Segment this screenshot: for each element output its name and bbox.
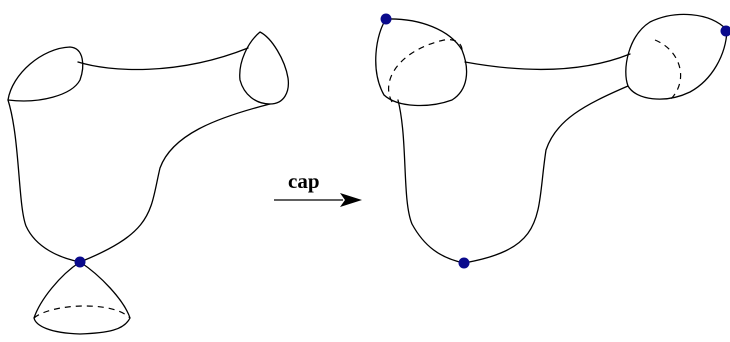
right-surface-right-point [720,25,730,37]
cap-arrow-label: cap [288,169,320,193]
right-surface-left-edge [397,99,465,264]
right-surface-bottom-point [458,257,470,269]
right-surface [375,13,730,269]
right-surface-top-left-point [380,13,392,25]
right-surface-right-cap [625,13,728,100]
left-surface-pinch-point [74,256,86,268]
left-surface-cone-hidden-rim [33,305,131,319]
left-surface-left-edge [7,99,81,263]
right-surface-left-cap-hidden-rim [387,39,463,103]
left-surface-left-cuff [7,46,84,102]
right-surface-right-cap-hidden-rim [654,39,682,101]
right-surface-right-edge [463,85,629,264]
cap-arrow: cap [274,169,362,207]
left-surface-cone [33,261,131,335]
right-surface-top-edge [464,53,631,70]
cap-arrow-head [340,193,362,207]
left-surface-right-cuff [239,31,290,105]
left-surface-right-edge [79,103,271,263]
right-surface-left-cap [375,18,468,107]
left-surface-top-edge [77,47,249,71]
left-surface [7,31,290,335]
